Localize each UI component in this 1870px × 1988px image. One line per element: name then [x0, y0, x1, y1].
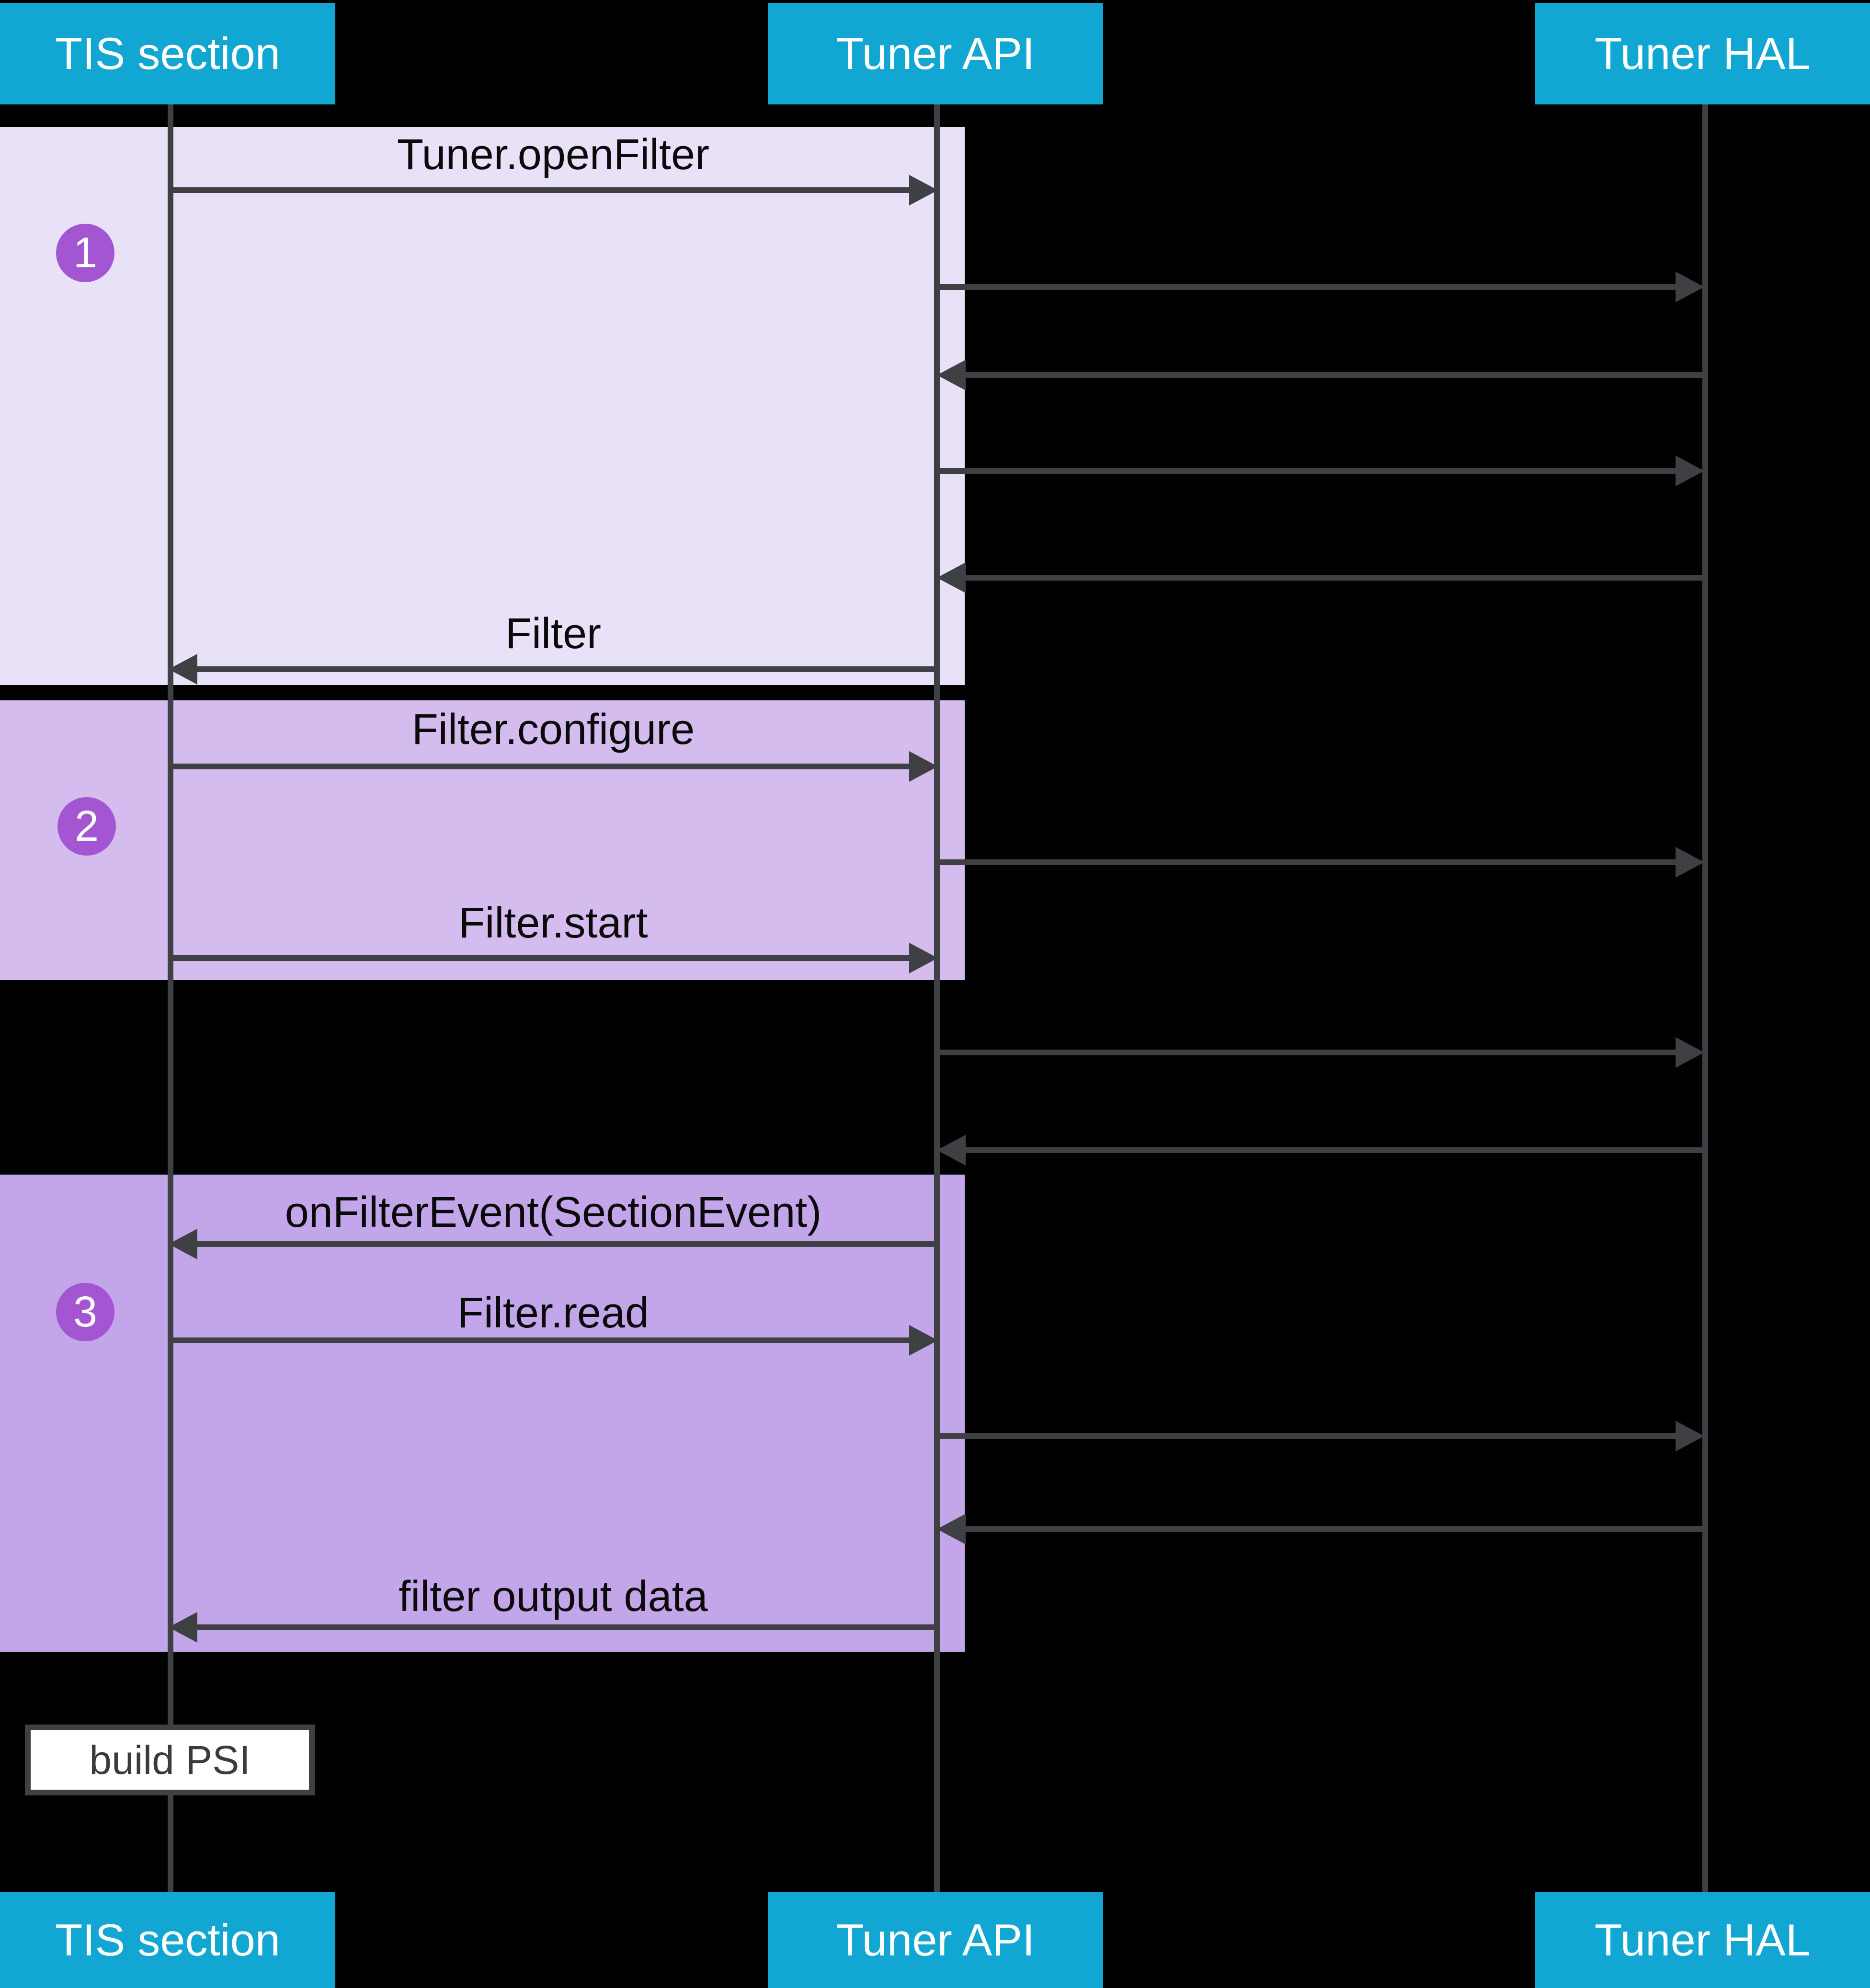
step-1-section-band: [0, 127, 965, 685]
arrow-shaft: [958, 1526, 1702, 1532]
header-bottom-hal-label: Tuner HAL: [1594, 1915, 1811, 1965]
header-top-hal-label: Tuner HAL: [1594, 28, 1811, 79]
arrow-shaft: [190, 1624, 936, 1630]
arrowhead-right-icon: [1676, 847, 1704, 878]
lifeline-tuner-api: [934, 104, 940, 1892]
arrowhead-right-icon: [909, 751, 938, 782]
step-2-badge: 2: [57, 797, 116, 856]
arrow-filter-configure-tis-to-api: [171, 751, 938, 782]
arrow-shaft: [171, 1337, 917, 1343]
arrowhead-right-icon: [1676, 272, 1704, 302]
arrowhead-right-icon: [909, 175, 938, 206]
header-bottom-tuner-hal: Tuner HAL: [1535, 1892, 1870, 1988]
message-label-filter-read: Filter.read: [457, 1289, 650, 1337]
arrow-filter-start-tis-to-api: [171, 943, 938, 973]
build-psi-label: build PSI: [89, 1737, 251, 1782]
arrow-api-to-hal-2: [939, 456, 1704, 486]
arrow-api-to-hal-3: [939, 847, 1704, 878]
arrow-shaft: [171, 187, 917, 193]
header-bottom-tuner-api: Tuner API: [768, 1892, 1103, 1988]
header-bottom-tis-section: TIS section: [0, 1892, 335, 1988]
arrow-tuner-openfilter-tis-to-api: [171, 175, 938, 206]
arrowhead-right-icon: [909, 943, 938, 973]
header-top-tuner-hal: Tuner HAL: [1535, 3, 1870, 104]
arrow-shaft: [958, 575, 1702, 581]
lifeline-tis-section: [168, 104, 173, 1892]
arrowhead-right-icon: [1676, 456, 1704, 486]
message-label-filter-output-data: filter output data: [399, 1573, 708, 1621]
header-bottom-api-label: Tuner API: [836, 1915, 1035, 1965]
arrow-api-to-hal-5: [939, 1421, 1704, 1451]
arrow-shaft: [939, 284, 1683, 290]
step-3-badge: 3: [56, 1283, 114, 1341]
arrow-onfilterevent-api-to-tis: [169, 1229, 936, 1259]
arrow-shaft: [190, 666, 936, 672]
arrow-api-to-hal-1: [939, 272, 1704, 302]
header-top-api-label: Tuner API: [836, 28, 1035, 79]
build-psi-note: build PSI: [25, 1725, 315, 1795]
arrowhead-left-icon: [937, 1514, 966, 1544]
arrow-filter-output-data-api-to-tis: [169, 1612, 936, 1643]
arrow-hal-to-api-1: [937, 360, 1702, 390]
arrowhead-right-icon: [909, 1325, 938, 1356]
arrow-shaft: [939, 468, 1683, 474]
arrowhead-left-icon: [937, 1135, 966, 1165]
arrow-filter-return-api-to-tis: [169, 654, 936, 685]
message-label-tuner-openfilter: Tuner.openFilter: [397, 131, 710, 179]
arrowhead-left-icon: [937, 360, 966, 390]
arrowhead-right-icon: [1676, 1421, 1704, 1451]
arrow-shaft: [171, 955, 917, 961]
arrowhead-left-icon: [169, 654, 197, 685]
header-top-tuner-api: Tuner API: [768, 3, 1103, 104]
step-2-number: 2: [74, 802, 99, 850]
header-top-tis-section: TIS section: [0, 3, 335, 104]
arrow-filter-read-tis-to-api: [171, 1325, 938, 1356]
arrowhead-left-icon: [169, 1612, 197, 1643]
arrow-api-to-hal-4: [939, 1037, 1704, 1068]
arrow-shaft: [190, 1241, 936, 1247]
arrow-shaft: [939, 1050, 1683, 1055]
arrowhead-left-icon: [169, 1229, 197, 1259]
message-label-filter-start: Filter.start: [458, 899, 648, 947]
step-3-number: 3: [73, 1288, 98, 1336]
arrow-shaft: [939, 1433, 1683, 1439]
arrowhead-left-icon: [937, 562, 966, 593]
lifeline-tuner-hal: [1702, 104, 1708, 1892]
step-2-section-band: [0, 700, 965, 980]
step-1-badge: 1: [56, 224, 114, 282]
message-label-filter-configure: Filter.configure: [411, 706, 695, 754]
arrow-hal-to-api-3: [937, 1135, 1702, 1165]
arrow-hal-to-api-4: [937, 1514, 1702, 1544]
arrowhead-right-icon: [1676, 1037, 1704, 1068]
header-bottom-tis-label: TIS section: [55, 1915, 281, 1965]
message-label-onfilterevent: onFilterEvent(SectionEvent): [285, 1188, 822, 1236]
arrow-shaft: [171, 764, 917, 769]
arrow-shaft: [958, 372, 1702, 378]
step-3-section-band: [0, 1175, 965, 1652]
step-1-number: 1: [73, 229, 98, 277]
message-label-filter-return: Filter: [505, 610, 601, 658]
header-top-tis-label: TIS section: [55, 28, 281, 79]
arrow-hal-to-api-2: [937, 562, 1702, 593]
arrow-shaft: [958, 1147, 1702, 1153]
arrow-shaft: [939, 859, 1683, 865]
